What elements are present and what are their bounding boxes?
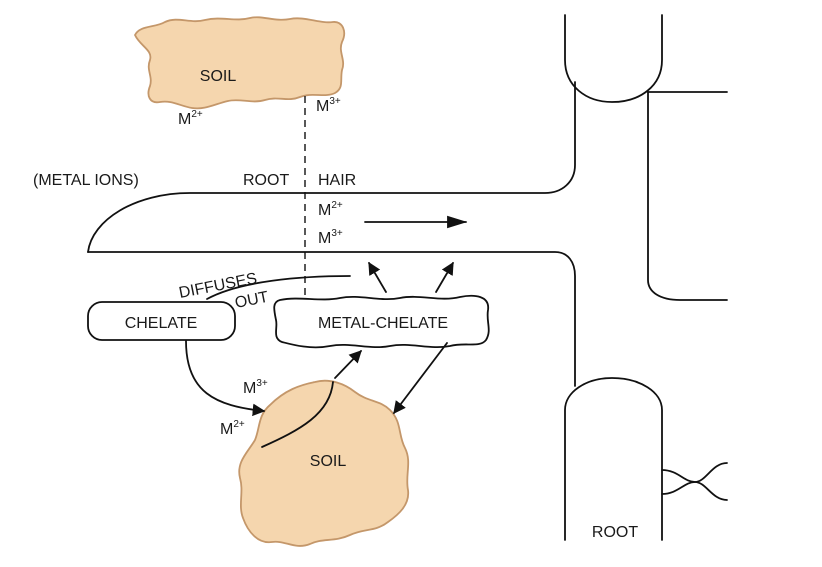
top-soil-m3-label: M3+ — [316, 96, 341, 115]
root-cell-bottom — [564, 377, 663, 541]
metal-chelate-label: METAL-CHELATE — [318, 315, 448, 332]
soil-particle-top — [134, 16, 346, 110]
soil-bottom-label: SOIL — [310, 453, 347, 470]
root-hair-m2-label: M2+ — [318, 200, 343, 219]
chelate-label: CHELATE — [125, 315, 198, 332]
metal-chelate-uptake-arrow-left — [368, 261, 387, 293]
diffuses-out-curve — [206, 275, 351, 300]
metal-chelate-uptake-arrow-right — [435, 261, 454, 293]
metal-ions-label: (METAL IONS) — [33, 172, 139, 189]
soil-to-metal-chelate-arrow — [334, 350, 362, 379]
root-cell-top — [564, 14, 663, 103]
root-hair-lower-boundary — [87, 251, 576, 387]
root-label: ROOT — [592, 524, 638, 541]
chelate-box — [87, 301, 236, 341]
chelate-to-soil-arrow — [185, 340, 266, 417]
soil-top-label: SOIL — [200, 68, 237, 85]
root-cell-wall-middle — [647, 91, 728, 301]
metal-chelate-box — [273, 294, 490, 349]
bottom-soil-m2-label: M2+ — [220, 419, 245, 438]
bottom-soil-m3-label: M3+ — [243, 378, 268, 397]
root-hair-m3-label: M3+ — [318, 228, 343, 247]
top-soil-m2-label: M2+ — [178, 109, 203, 128]
root-cell-junction-lower — [661, 481, 728, 501]
root-hair-upper-boundary — [87, 81, 576, 253]
root-hair-label-hair: HAIR — [318, 172, 356, 189]
soil-particle-bottom — [238, 379, 410, 547]
root-cell-junction-upper — [661, 462, 728, 483]
metal-chelate-to-soil-arrow — [393, 342, 448, 415]
soil-surface-boundary — [261, 381, 334, 448]
root-hair-label-root: ROOT — [243, 172, 289, 189]
out-label: OUT — [234, 289, 271, 312]
